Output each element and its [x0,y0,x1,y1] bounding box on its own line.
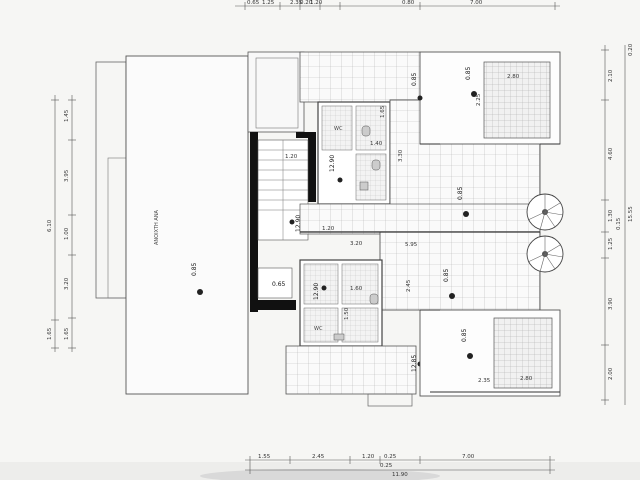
top-dim-0-65: 0.65 [247,0,260,6]
lower-room-dim-b: 2.80 [520,376,533,382]
bottom-dim-2-45: 2.45 [312,454,325,460]
level-bath-upper: 0.85 [411,72,418,86]
wc-dim-a: 1.40 [370,141,383,147]
level-corridor: 12.90 [329,155,336,172]
spiral-stair-lower [526,235,564,273]
top-dim-1-25: 1.25 [262,0,275,6]
hall-lower-dim-a: 2.45 [406,279,412,292]
right-dim-2-10: 2.10 [608,69,614,82]
left-dimension-lines [51,95,76,352]
right-dim-15-55: 15.55 [628,206,634,222]
bottom-dim-7-00: 7.00 [462,454,475,460]
stair-dim: 1.20 [285,154,298,160]
wc-upper-label: WC [334,126,343,132]
level-terrace: 0.85 [191,262,198,276]
bottom-dim-1-20: 1.20 [362,454,375,460]
left-dim-1-65-outer: 1.65 [47,327,53,340]
level-hall-lower: 0.85 [443,268,450,282]
wc-lower-label: WC [314,326,323,332]
left-dimension-texts: 6.10 1.65 1.45 3.95 1.00 3.20 1.65 [47,109,70,340]
top-dim-0-20: 0.20 [300,0,313,6]
bottom-dimension-lines [245,456,555,474]
wc-dim-d: 1.50 [344,307,350,320]
left-dim-1-00: 1.00 [64,227,70,240]
right-dim-3-90: 3.90 [608,297,614,310]
upper-right-room: 2.80 2.25 0.85 0.85 [411,51,561,145]
right-dimension-texts: 2.10 4.60 1.30 1.25 3.90 2.00 0.20 15.55… [608,43,634,380]
level-marker-room-upper [471,91,477,97]
right-dim-0-15: 0.15 [616,217,622,230]
spiral-stair-upper [526,193,564,231]
right-dim-2-00: 2.00 [608,367,614,380]
bottom-dim-0-25: 0.25 [384,454,397,460]
right-dim-1-30: 1.30 [608,209,614,222]
level-stair: 12.90 [295,215,302,232]
hall-lower-dim-b: 3.20 [350,241,363,247]
level-marker-bath-upper [417,95,423,101]
level-marker-terrace [197,289,203,295]
level-marker-stair [289,219,295,225]
level-room-upper: 0.85 [465,66,472,80]
left-dim-6-10: 6.10 [47,219,53,232]
level-marker-wc-lower [321,285,327,291]
level-wc-lower: 12.90 [313,283,320,300]
bottom-dimension-texts: 1.55 2.45 1.20 0.25 7.00 0.25 11.90 [258,454,475,478]
right-dimension-lines [601,45,626,405]
hall-upper-dim-a: 3.30 [398,149,404,162]
right-dim-0-20: 0.20 [628,43,634,56]
stair-core: 1.20 0.65 12.90 [247,51,316,312]
lower-room-dim-a: 2.35 [478,378,491,384]
left-dim-3-95: 3.95 [64,169,70,182]
level-hall-upper: 0.85 [457,186,464,200]
top-dimension-texts: 7.00 0.80 1.20 2.35 0.20 1.25 0.65 [247,0,483,6]
left-dim-1-45: 1.45 [64,109,70,122]
left-dim-1-65: 1.65 [64,327,70,340]
top-dim-7-00: 7.00 [470,0,483,6]
right-dim-4-60: 4.60 [608,147,614,160]
top-dim-2-35: 2.35 [290,0,303,6]
top-dimension-lines [235,2,560,10]
lower-wc-block: WC 12.90 1.60 1.50 [299,259,383,347]
terrace-label: ΑΝΟΙΧΤΗ ΑΝΑ [154,209,160,245]
bottom-dim-11-90: 11.90 [392,472,408,478]
upper-room-dim-b: 2.25 [476,93,482,106]
lower-right-room: 2.80 2.35 0.85 [419,309,561,397]
level-marker-room-lower [467,353,473,359]
level-marker-hall-lower [449,293,455,299]
small-room-level: 0.65 [272,281,286,288]
wc-dim-c: 1.60 [350,286,363,292]
upper-wc-block: WC 12.90 1.40 1.65 [299,51,421,205]
level-marker-hall-upper [463,211,469,217]
right-dim-1-25: 1.25 [608,237,614,250]
lower-balcony: 12.85 [285,345,423,407]
top-dim-0-80: 0.80 [402,0,415,6]
left-terrace: ΑΝΟΙΧΤΗ ΑΝΑ 0.85 [95,55,249,395]
top-dim-1-20: 1.20 [310,0,323,6]
building-outline [420,143,560,393]
hall-dim-b: 5.95 [405,242,418,248]
bottom-dim-0-25-b: 0.25 [380,463,393,469]
corridor-dim: 1.20 [322,226,335,232]
photo-shadow [200,469,440,480]
level-marker-corridor [337,177,343,183]
left-dim-3-20: 3.20 [64,277,70,290]
bottom-dim-1-55: 1.55 [258,454,271,460]
level-bath-lower: 12.85 [411,355,418,372]
upper-room-dim-a: 2.80 [507,74,520,80]
level-room-lower: 0.85 [461,328,468,342]
wc-dim-b: 1.65 [380,105,386,118]
